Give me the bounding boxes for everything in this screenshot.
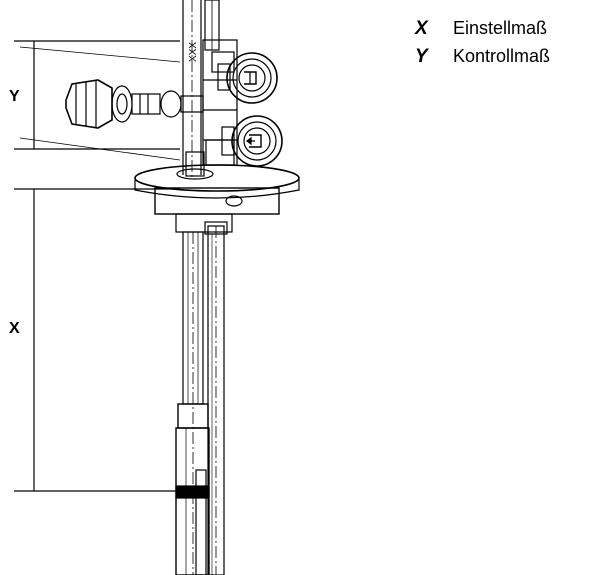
upper-shaft: [182, 0, 220, 180]
legend: X Einstellmaß Y Kontrollmaß: [415, 14, 550, 70]
side-connector: [65, 79, 204, 129]
lower-gauge: [221, 115, 283, 167]
legend-item-y: Y Kontrollmaß: [415, 42, 550, 70]
probe-float: [175, 403, 210, 575]
dimension-label-y: Y: [9, 88, 20, 105]
legend-text: Einstellmaß: [453, 18, 548, 38]
upper-gauge: [217, 52, 278, 104]
legend-text: Kontrollmaß: [453, 46, 551, 66]
shaft-marking: XXX: [188, 42, 199, 62]
legend-key: X: [415, 18, 428, 39]
dimension-label-x: X: [9, 320, 20, 337]
dimension-y: [14, 40, 181, 161]
dimension-x: [14, 188, 180, 492]
legend-item-x: X Einstellmaß: [415, 14, 550, 42]
legend-key: Y: [415, 46, 428, 67]
lower-tubes: [175, 213, 233, 575]
flange: [134, 151, 300, 215]
